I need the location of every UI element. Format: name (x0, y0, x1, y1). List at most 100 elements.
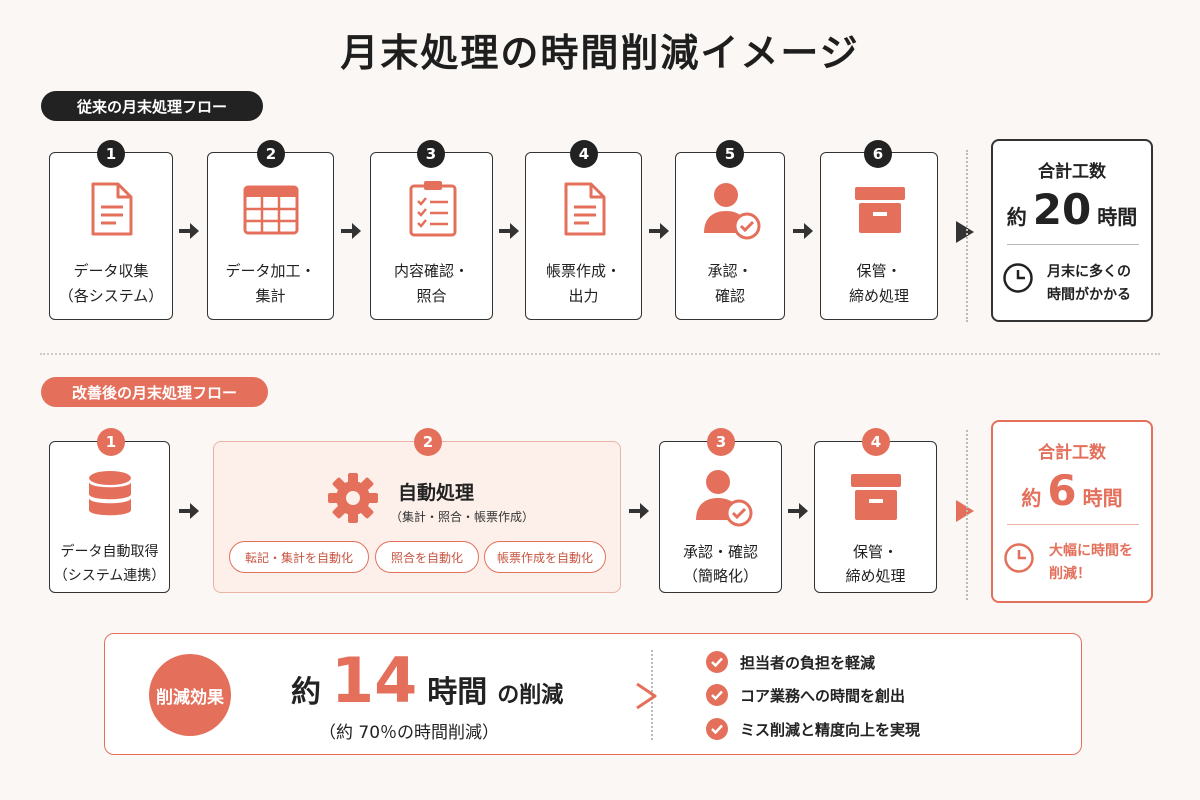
auto-process-title: 自動処理 (398, 482, 475, 504)
before-step-2-number: 2 (257, 140, 285, 168)
before-step-4-label-2: 出力 (568, 287, 599, 305)
before-total-card: 合計工数 約 20 時間 月末に多くの 時間がかかる (991, 139, 1153, 322)
before-total-value-row: 約 20 時間 (993, 185, 1151, 235)
divider (966, 150, 968, 322)
chip-auto-report: 帳票作成を自動化 (484, 541, 606, 573)
after-total-card: 合計工数 約 6 時間 大幅に時間を 削減！ (991, 420, 1153, 603)
reduction-suffix: の削減 (497, 683, 564, 708)
after-step-4-number: 4 (862, 428, 890, 456)
after-step-3-label-2: （簡略化） (682, 567, 758, 585)
arrow-right-icon (649, 223, 669, 239)
divider (1007, 524, 1139, 525)
reduction-prefix: 約 (291, 675, 321, 710)
before-step-4-card: 帳票作成・ 出力 (525, 152, 642, 320)
after-total-note-1: 大幅に時間を (1049, 543, 1133, 559)
chip-auto-posting: 転記・集計を自動化 (229, 541, 369, 573)
benefit-text-2: コア業務への時間を創出 (740, 686, 906, 705)
gear-icon (328, 473, 378, 523)
spreadsheet-icon (243, 185, 299, 235)
benefit-text-3: ミス削減と精度向上を実現 (740, 720, 921, 739)
before-step-4-number: 4 (570, 140, 598, 168)
reduction-effect-badge: 削減効果 (149, 654, 231, 736)
after-step-1-number: 1 (97, 428, 125, 456)
benefit-text-1: 担当者の負担を軽減 (740, 653, 876, 672)
reduction-effect-box: 削減効果 約 14 時間 の削減 （約 70％の時間削減） (104, 633, 1082, 755)
before-total-title: 合計工数 (1038, 162, 1106, 182)
after-step-3-number: 3 (707, 428, 735, 456)
before-step-6-card: 保管・ 締め処理 (820, 152, 938, 320)
arrow-right-icon (341, 223, 361, 239)
document-icon (91, 182, 133, 236)
auto-process-subtitle: （集計・照合・帳票作成） (390, 510, 535, 524)
user-approved-icon (696, 470, 753, 527)
reduction-value-row: 約 14 時間 の削減 (291, 644, 564, 717)
before-step-2-label-1: データ加工・ (225, 262, 316, 280)
after-step-1-label-2: （システム連携） (53, 568, 166, 584)
after-total-unit: 時間 (1082, 486, 1123, 510)
page-title: 月末処理の時間削減イメージ (340, 31, 860, 75)
reduction-unit: 時間 (427, 675, 488, 710)
archive-box-icon (855, 187, 905, 233)
after-total-value-row: 約 6 時間 (993, 466, 1151, 516)
before-total-note-2: 時間がかかる (1047, 287, 1131, 303)
check-circle-icon (706, 684, 728, 706)
after-total-value: 6 (1047, 466, 1077, 515)
before-total-note-1: 月末に多くの (1047, 264, 1131, 280)
clock-icon (1004, 543, 1034, 573)
reduction-value: 14 (331, 644, 418, 717)
arrow-right-icon (629, 503, 649, 519)
before-step-6-number: 6 (864, 140, 892, 168)
after-step-1-card: データ自動取得 （システム連携） (49, 441, 170, 593)
arrow-right-icon (179, 503, 199, 519)
before-step-1-number: 1 (97, 140, 125, 168)
before-total-unit: 時間 (1097, 205, 1138, 229)
check-circle-icon (706, 651, 728, 673)
after-total-title: 合計工数 (1038, 443, 1106, 463)
before-flow-label: 従来の月末処理フロー (41, 91, 263, 121)
user-approved-icon (704, 183, 761, 240)
checklist-clipboard-icon (409, 181, 457, 237)
auto-process-box: 自動処理 （集計・照合・帳票作成） 転記・集計を自動化 照合を自動化 帳票作成を… (213, 441, 621, 593)
after-total-note-2: 削減！ (1049, 566, 1091, 582)
before-step-1-card: データ収集 （各システム） (49, 152, 173, 320)
after-flow-label: 改善後の月末処理フロー (41, 377, 268, 407)
before-step-5-card: 承認・ 確認 (675, 152, 785, 320)
after-step-2-number: 2 (414, 428, 442, 456)
before-step-2-card: データ加工・ 集計 (207, 152, 334, 320)
before-step-5-label-1: 承認・ (707, 262, 753, 280)
triangle-right-icon (956, 500, 974, 522)
after-step-3-label-1: 承認・確認 (682, 543, 758, 561)
arrow-right-icon (788, 503, 808, 519)
check-circle-icon (706, 718, 728, 740)
after-total-prefix: 約 (1021, 486, 1042, 510)
divider (966, 430, 968, 600)
benefit-item-2: コア業務への時間を創出 (706, 683, 905, 707)
before-total-prefix: 約 (1006, 205, 1027, 229)
before-step-3-label-1: 内容確認・ (393, 262, 469, 280)
before-step-5-number: 5 (716, 140, 744, 168)
triangle-right-icon (956, 221, 974, 243)
before-step-6-label-1: 保管・ (856, 262, 902, 280)
clock-icon (1003, 263, 1033, 293)
after-step-4-card: 保管・ 締め処理 (814, 441, 937, 593)
benefit-item-1: 担当者の負担を軽減 (706, 650, 875, 674)
after-step-4-label-1: 保管・ (852, 543, 898, 561)
before-step-1-label-1: データ収集 (73, 262, 149, 280)
before-step-4-label-1: 帳票作成・ (545, 262, 621, 280)
divider (1007, 244, 1139, 245)
before-step-2-label-2: 集計 (255, 287, 286, 305)
before-total-value: 20 (1032, 185, 1092, 234)
document-icon (564, 182, 606, 236)
arrow-right-icon (793, 223, 813, 239)
before-step-3-label-2: 照合 (416, 287, 447, 305)
before-step-3-number: 3 (417, 140, 445, 168)
after-step-1-label-1: データ自動取得 (60, 544, 159, 560)
archive-box-icon (851, 474, 901, 520)
arrow-right-icon (179, 223, 199, 239)
before-step-3-card: 内容確認・ 照合 (370, 152, 493, 320)
after-step-3-card: 承認・確認 （簡略化） (659, 441, 782, 593)
section-divider (40, 353, 1160, 355)
chip-auto-matching: 照合を自動化 (375, 541, 479, 573)
database-icon (89, 471, 131, 516)
reduction-sub: （約 70％の時間削減） (319, 723, 500, 743)
